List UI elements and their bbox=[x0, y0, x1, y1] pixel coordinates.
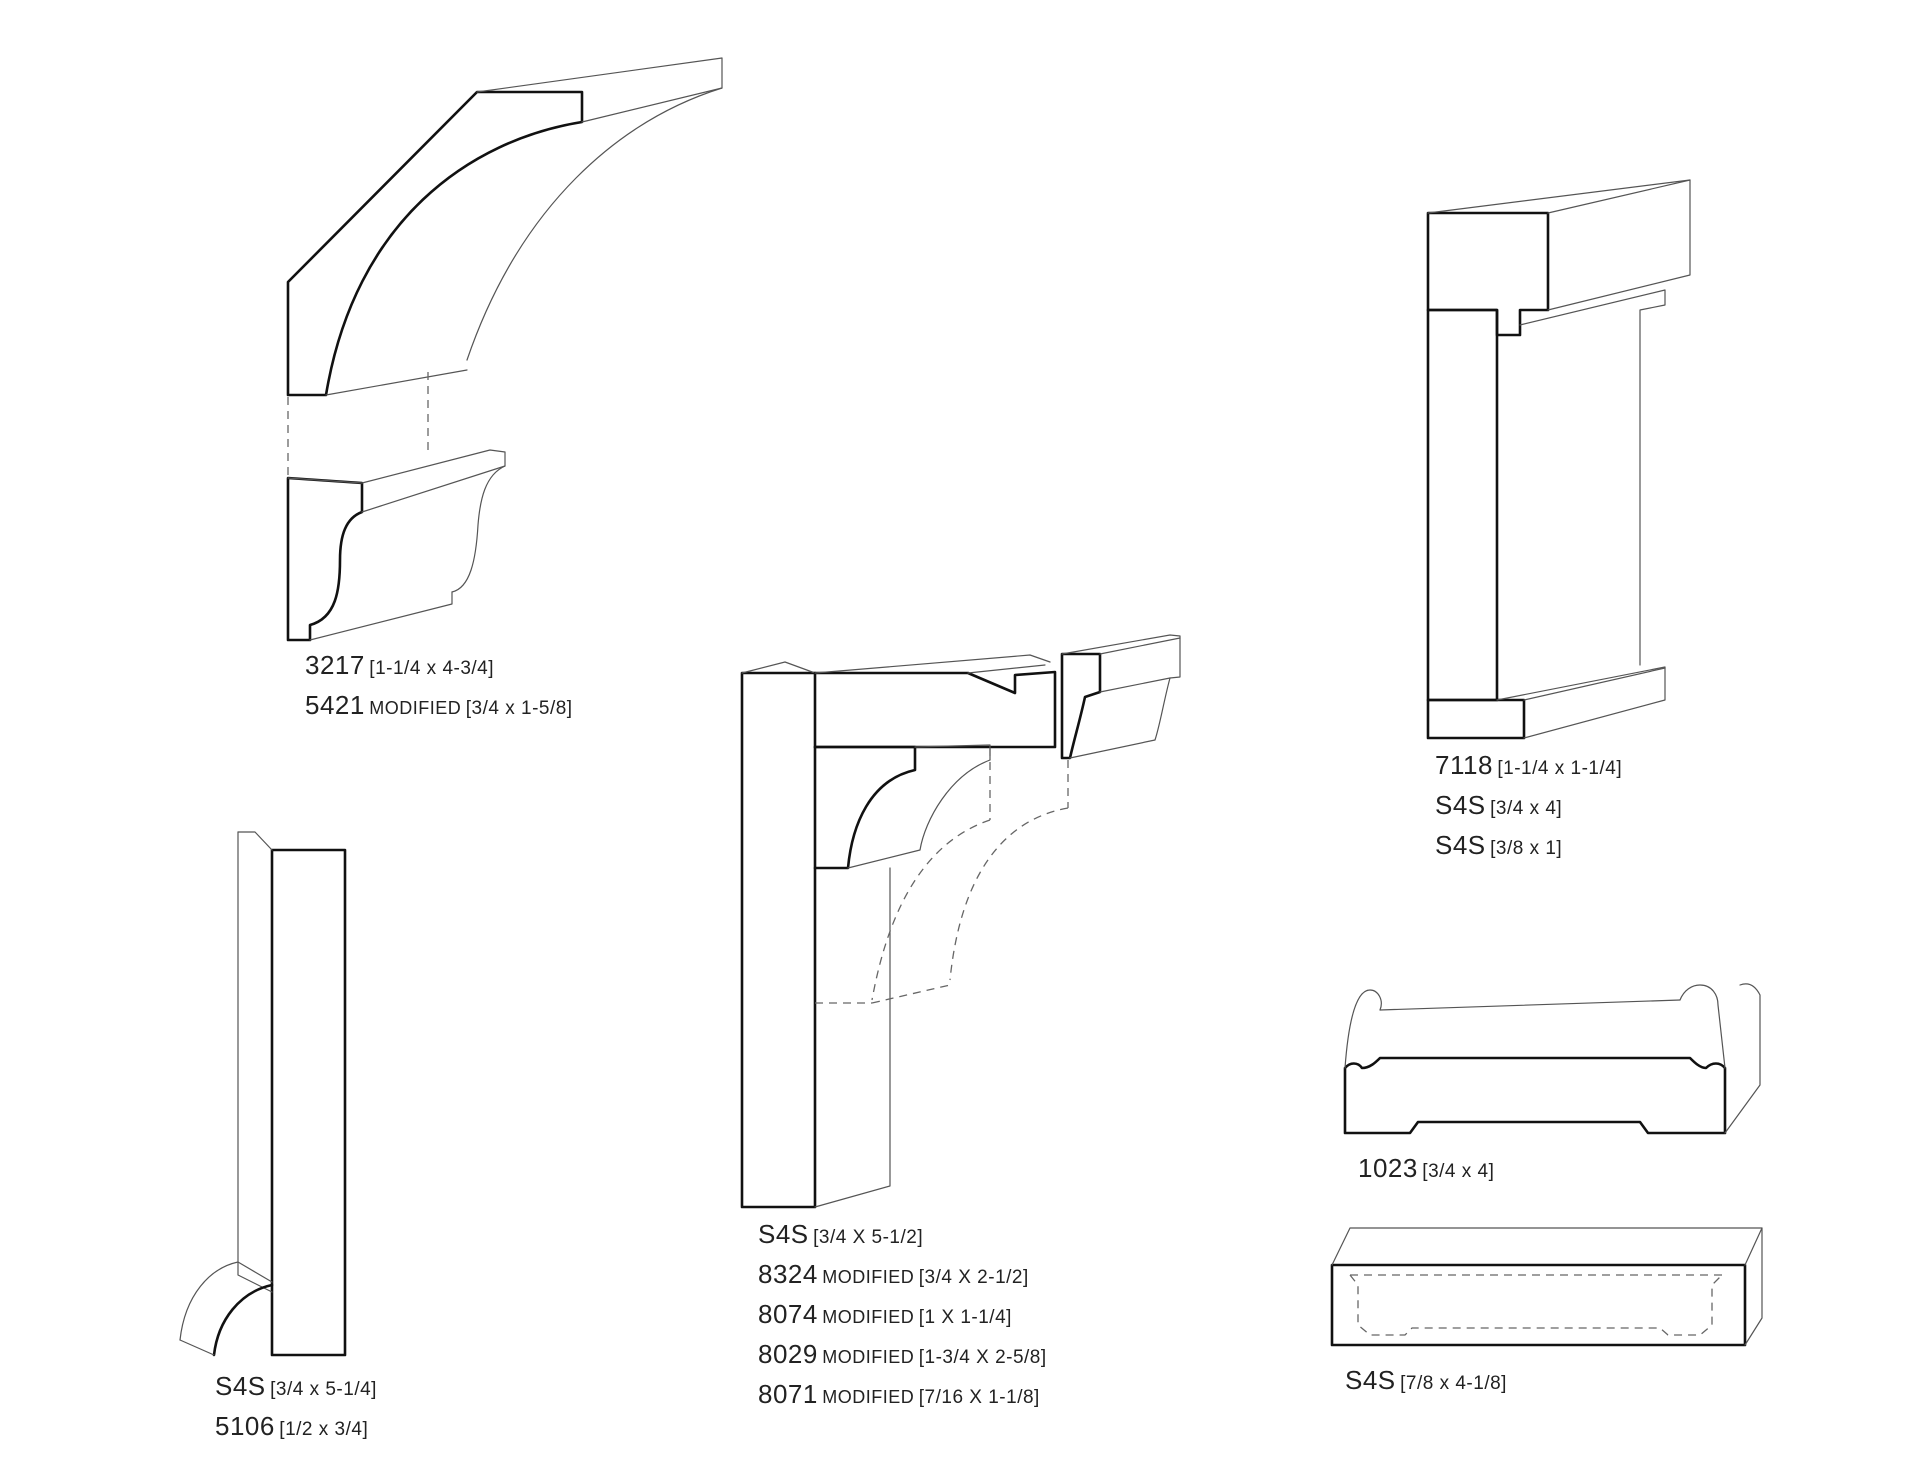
caption-sill-profile: 1023 [3/4 x 4] bbox=[1358, 1148, 1494, 1188]
base-shoe-5106 bbox=[179, 1261, 274, 1357]
flat-stock-s4s bbox=[1330, 1227, 1763, 1347]
part-label: 5421 MODIFIED [3/4 x 1-5/8] bbox=[305, 690, 573, 720]
caption-flat-stock-profile: S4S [7/8 x 4-1/8] bbox=[1345, 1360, 1507, 1400]
part-label: 8074 MODIFIED [1 X 1-1/4] bbox=[758, 1299, 1012, 1329]
part-label: 5106 [1/2 x 3/4] bbox=[215, 1411, 369, 1441]
caption-casing-assembly: 7118 [1-1/4 x 1-1/4] S4S [3/4 x 4] S4S [… bbox=[1435, 745, 1622, 865]
part-label: S4S [3/4 x 5-1/4] bbox=[215, 1371, 377, 1401]
casing-backband-s4s bbox=[1426, 666, 1666, 740]
corner-s4s-upright bbox=[740, 661, 891, 1209]
caption-corner-assembly: S4S [3/4 X 5-1/2] 8324 MODIFIED [3/4 X 2… bbox=[758, 1214, 1047, 1414]
sill-profile-1023 bbox=[1343, 983, 1761, 1135]
part-label: 8029 MODIFIED [1-3/4 X 2-5/8] bbox=[758, 1339, 1047, 1369]
corner-crown-8071 bbox=[1060, 634, 1181, 760]
corner-cove-8074 bbox=[813, 744, 991, 870]
part-label: 8324 MODIFIED [3/4 X 2-1/2] bbox=[758, 1259, 1029, 1289]
part-label: S4S [3/4 x 4] bbox=[1435, 790, 1563, 820]
casing-head-7118 bbox=[1426, 179, 1691, 666]
part-label: S4S [3/4 X 5-1/2] bbox=[758, 1219, 924, 1249]
part-label: 1023 [3/4 x 4] bbox=[1358, 1153, 1495, 1183]
part-label: 3217 [1-1/4 x 4-3/4] bbox=[305, 650, 495, 680]
crown-molding-3217 bbox=[286, 57, 723, 397]
casing-leg-s4s bbox=[1426, 308, 1499, 702]
part-label: 8071 MODIFIED [7/16 X 1-1/8] bbox=[758, 1379, 1040, 1409]
crown-dashed-guides bbox=[287, 372, 429, 480]
corner-bracket-8029-dashed bbox=[815, 748, 1069, 1004]
corner-top-rail-8324 bbox=[813, 654, 1057, 749]
part-label: S4S [7/8 x 4-1/8] bbox=[1345, 1365, 1507, 1395]
part-label: S4S [3/8 x 1] bbox=[1435, 830, 1563, 860]
crown-bed-molding-5421 bbox=[286, 449, 506, 642]
caption-base-assembly: S4S [3/4 x 5-1/4] 5106 [1/2 x 3/4] bbox=[215, 1366, 377, 1446]
caption-crown-assembly: 3217 [1-1/4 x 4-3/4] 5421 MODIFIED [3/4 … bbox=[305, 645, 573, 725]
base-board-s4s bbox=[237, 831, 347, 1357]
part-label: 7118 [1-1/4 x 1-1/4] bbox=[1435, 750, 1623, 780]
